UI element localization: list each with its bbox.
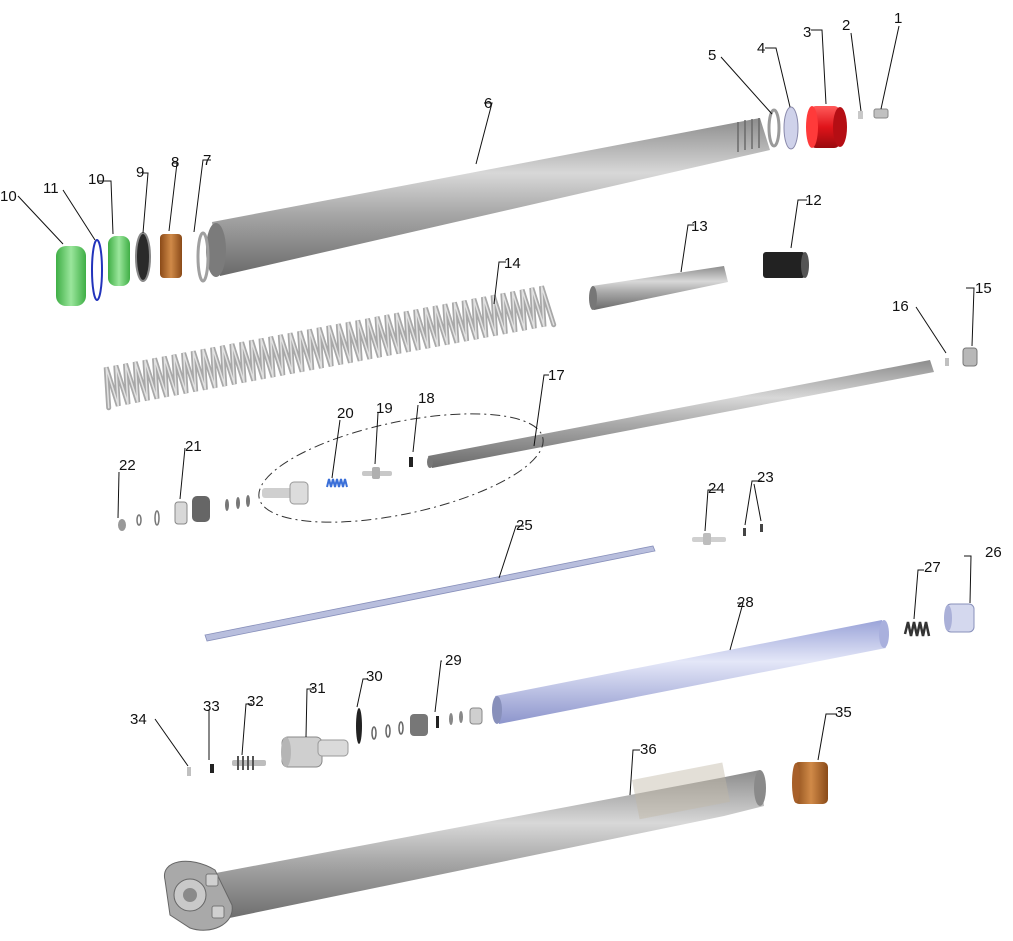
upper-bushing-part bbox=[160, 234, 182, 278]
rod-clip-part bbox=[409, 457, 413, 467]
seal-clip-part bbox=[91, 239, 103, 301]
clip-part-a bbox=[743, 528, 746, 536]
label-part-33: 33 bbox=[203, 698, 220, 715]
label-part-26: 26 bbox=[985, 544, 1002, 561]
valve-part bbox=[692, 533, 726, 545]
label-part-36: 36 bbox=[640, 741, 657, 758]
label-part-21: 21 bbox=[185, 438, 202, 455]
label-part-20: 20 bbox=[337, 405, 354, 422]
clip-part-b bbox=[760, 524, 763, 532]
label-part-9: 9 bbox=[136, 164, 144, 181]
pin-part bbox=[858, 111, 863, 119]
label-part-10b: 10 bbox=[0, 188, 17, 205]
label-part-3: 3 bbox=[803, 24, 811, 41]
piston-assembly-part bbox=[118, 495, 250, 531]
needle-part bbox=[362, 467, 392, 479]
o-ring-part bbox=[767, 108, 781, 148]
adjuster-rod-part bbox=[204, 545, 656, 642]
part-number-labels: 1 2 3 4 5 6 7 8 9 10 11 10 12 13 14 15 1… bbox=[0, 10, 1002, 758]
label-part-30: 30 bbox=[366, 668, 383, 685]
damper-pin-part bbox=[945, 358, 949, 366]
label-part-2: 2 bbox=[842, 17, 850, 34]
dust-seal-part-b bbox=[108, 236, 130, 286]
label-part-1: 1 bbox=[894, 10, 902, 27]
label-part-18: 18 bbox=[418, 390, 435, 407]
foot-valve-body-part bbox=[281, 736, 349, 768]
lower-bushing-part bbox=[792, 762, 828, 804]
leader-lines bbox=[17, 25, 975, 796]
label-part-4: 4 bbox=[757, 40, 765, 57]
label-part-25: 25 bbox=[516, 517, 533, 534]
lower-leg-part bbox=[164, 762, 766, 931]
rod-detail-ellipse bbox=[258, 413, 544, 523]
screw-part bbox=[873, 108, 889, 119]
label-part-5: 5 bbox=[708, 47, 716, 64]
label-part-8: 8 bbox=[171, 154, 179, 171]
valve-stem-part bbox=[232, 756, 266, 770]
label-part-19: 19 bbox=[376, 400, 393, 417]
label-part-22: 22 bbox=[119, 457, 136, 474]
top-cap-part bbox=[806, 106, 847, 148]
label-part-29: 29 bbox=[445, 652, 462, 669]
label-part-10a: 10 bbox=[88, 171, 105, 188]
label-part-35: 35 bbox=[835, 704, 852, 721]
preload-spacer-part bbox=[763, 252, 809, 278]
label-part-28: 28 bbox=[737, 594, 754, 611]
oil-seal-part bbox=[135, 232, 151, 282]
label-part-31: 31 bbox=[309, 680, 326, 697]
stem-pin-part bbox=[187, 767, 191, 776]
spring-spacer-part bbox=[589, 266, 728, 310]
label-part-6: 6 bbox=[484, 95, 492, 112]
label-part-7: 7 bbox=[203, 152, 211, 169]
main-spring-part bbox=[103, 285, 557, 411]
rod-end-part bbox=[262, 481, 309, 505]
label-part-34: 34 bbox=[130, 711, 147, 728]
label-part-24: 24 bbox=[708, 480, 725, 497]
label-part-14: 14 bbox=[504, 255, 521, 272]
label-part-23: 23 bbox=[757, 469, 774, 486]
rebound-spring-part bbox=[903, 621, 931, 637]
small-spring-part bbox=[326, 478, 348, 488]
label-part-16: 16 bbox=[892, 298, 909, 315]
label-part-12: 12 bbox=[805, 192, 822, 209]
label-part-13: 13 bbox=[691, 218, 708, 235]
dust-seal-part-a bbox=[56, 246, 86, 306]
rod-nut-part bbox=[962, 347, 978, 367]
stem-clip-part bbox=[210, 764, 214, 773]
washer-part bbox=[783, 106, 799, 150]
label-part-17: 17 bbox=[548, 367, 565, 384]
label-part-15: 15 bbox=[975, 280, 992, 297]
upper-tube-part bbox=[206, 118, 770, 277]
label-part-11: 11 bbox=[43, 180, 59, 197]
wiper-ring-part bbox=[196, 231, 210, 283]
cartridge-cap-part bbox=[944, 603, 975, 633]
label-part-27: 27 bbox=[924, 559, 941, 576]
cartridge-tube-part bbox=[492, 620, 889, 724]
damper-rod-part bbox=[427, 360, 934, 468]
label-part-32: 32 bbox=[247, 693, 264, 710]
base-valve-stack-part bbox=[356, 707, 483, 744]
